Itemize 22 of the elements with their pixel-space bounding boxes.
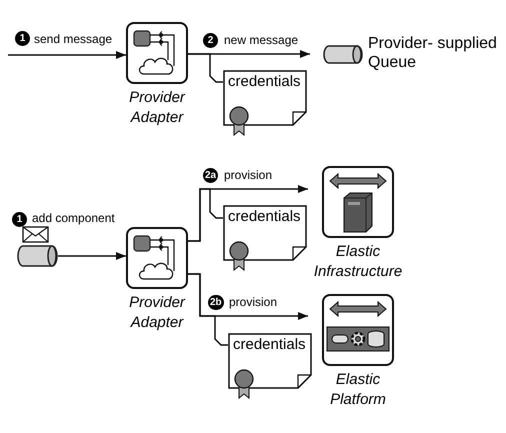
connector-line <box>188 53 223 83</box>
queue-label: Provider- supplied Queue <box>368 34 498 72</box>
arrow <box>8 51 126 59</box>
edge-label: provision <box>229 295 278 309</box>
step-number-badge: 2 <box>203 33 218 48</box>
step-number-badge: 2a <box>203 168 218 183</box>
edge-label: send message <box>34 32 112 46</box>
step-label: add component <box>32 211 115 225</box>
component-caption: Elastic Platform <box>329 370 387 410</box>
connector-line <box>188 273 228 346</box>
step-number-badge: 1 <box>15 31 30 46</box>
document-label: credentials <box>228 207 301 227</box>
document-label: credentials <box>228 72 301 92</box>
component-caption: Provider Adapter <box>128 293 186 333</box>
arrow <box>58 252 126 260</box>
step-number-badge: 2b <box>208 295 224 310</box>
connector-line <box>188 188 223 242</box>
component-caption: Provider Adapter <box>128 88 186 128</box>
edge-label: provision <box>224 168 272 182</box>
step-number-badge: 1 <box>12 212 27 227</box>
component-caption: Elastic Infrastructure <box>312 242 404 282</box>
document-label: credentials <box>233 335 306 355</box>
